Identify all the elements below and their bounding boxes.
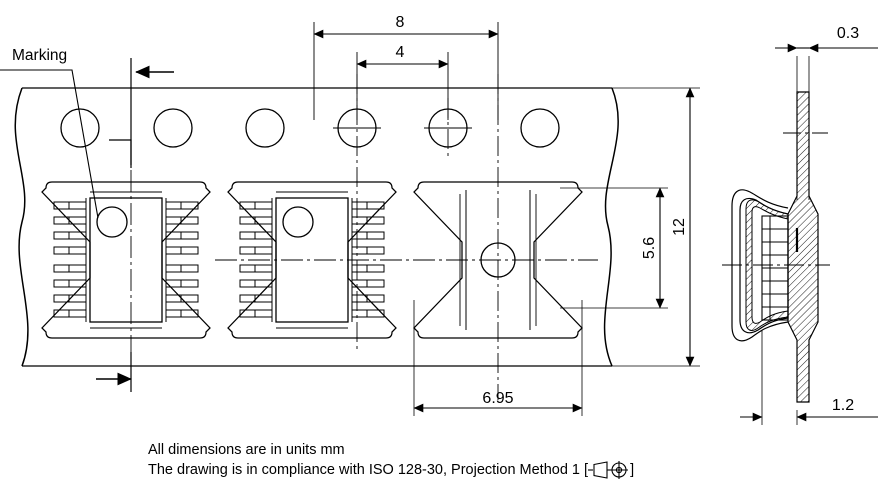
pin-1-marking-dot <box>96 206 128 238</box>
component-leads-right <box>351 201 385 318</box>
top-view: Marking 8 4 12 <box>0 14 700 416</box>
marking-leader <box>0 69 99 219</box>
dimension-5-6: 5.6 <box>560 187 668 309</box>
sprocket-hole <box>245 108 285 148</box>
sprocket-hole <box>153 108 193 148</box>
left-break-line <box>14 87 29 367</box>
component-leads-left <box>239 201 273 318</box>
side-view-centerlines <box>722 132 830 266</box>
note-projection-suffix: ] <box>630 462 635 478</box>
sprocket-hole-row <box>60 108 560 148</box>
marking-label: Marking <box>12 47 67 64</box>
centerlines <box>130 74 598 400</box>
sprocket-hole <box>60 108 100 148</box>
right-break-line <box>603 87 619 367</box>
notes-block: All dimensions are in units mm The drawi… <box>148 440 634 480</box>
dimension-4: 4 <box>356 44 449 120</box>
sprocket-hole <box>520 108 560 148</box>
pocket-shell-contour <box>731 189 789 342</box>
dimension-1-2: 1.2 <box>740 330 878 425</box>
dimension-value-12: 12 <box>671 218 688 236</box>
dimension-value-6-95: 6.95 <box>482 390 513 407</box>
component-lead-stack <box>761 215 799 321</box>
dimension-6-95: 6.95 <box>413 300 583 416</box>
dimension-value-4: 4 <box>396 44 405 61</box>
component-body <box>89 197 163 323</box>
note-projection: The drawing is in compliance with ISO 12… <box>148 460 634 480</box>
dimension-8: 8 <box>313 14 499 120</box>
dimension-12: 12 <box>612 87 700 367</box>
note-projection-prefix: The drawing is in compliance with ISO 12… <box>148 462 589 478</box>
dimension-value-1-2: 1.2 <box>832 397 854 414</box>
dimension-value-0-3: 0.3 <box>837 25 859 42</box>
dimension-0-3: 0.3 <box>775 25 878 200</box>
first-angle-projection-symbol <box>588 461 630 479</box>
pin-1-marking-dot <box>282 206 314 238</box>
side-section-view: 0.3 1.2 <box>722 25 878 425</box>
feed-direction-markers <box>96 58 174 392</box>
carrier-film-section <box>787 91 819 403</box>
dimension-value-5-6: 5.6 <box>641 237 658 259</box>
component-leads-right <box>165 201 199 318</box>
pocket-with-component-1 <box>41 181 211 339</box>
component-leads-left <box>53 201 87 318</box>
dimension-value-8: 8 <box>396 14 405 31</box>
note-units: All dimensions are in units mm <box>148 442 345 458</box>
